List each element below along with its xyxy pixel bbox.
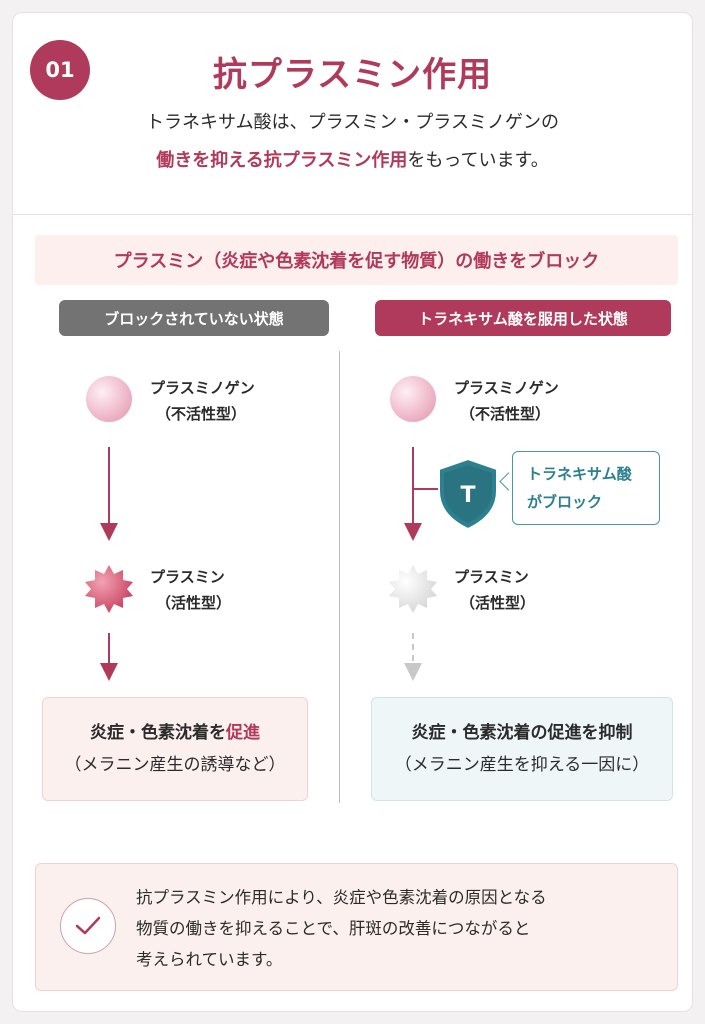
intro-line-1: トラネキサム酸は、プラスミン・プラスミノゲンの [146, 112, 559, 133]
summary-line-3: 考えられています。 [136, 950, 283, 969]
left-outcome-main: 炎症・色素沈着を促進 [90, 717, 260, 749]
plasminogen-sphere-right [390, 376, 436, 422]
left-outcome-prefix: 炎症・色素沈着を [90, 723, 226, 743]
arrow-down-right-dashed [404, 633, 422, 681]
plasminogen-name-left: プラスミノゲン [150, 379, 255, 397]
plasminogen-name-right: プラスミノゲン [454, 379, 559, 397]
right-node2-label: プラスミン （活性型） [454, 564, 535, 616]
arrow-down-left-1 [100, 447, 118, 541]
plasmin-state-left: （活性型） [156, 594, 232, 612]
plasminogen-sphere-left [86, 376, 132, 422]
shield-icon: T [438, 457, 498, 531]
right-outcome-box: 炎症・色素沈着の促進を抑制 （メラニン産生を抑える一因に） [371, 697, 673, 801]
plasmin-star-left [85, 565, 133, 613]
intro-highlight: 働きを抑える抗プラスミン作用 [156, 150, 408, 171]
column-divider [339, 351, 340, 803]
right-outcome-main: 炎症・色素沈着の促進を抑制 [411, 723, 633, 743]
flow-graphics: T [85, 376, 498, 681]
plasmin-star-right [389, 565, 437, 613]
plasminogen-state-left: （不活性型） [156, 405, 247, 423]
intro-rest: をもっています。 [407, 150, 549, 171]
summary-line-2: 物質の働きを抑えることで、肝斑の改善につながると [136, 919, 531, 938]
section-divider [13, 214, 692, 215]
info-card: 01 抗プラスミン作用 トラネキサム酸は、プラスミン・プラスミノゲンの 働きを抑… [12, 12, 693, 1012]
left-outcome-sub: （メラニン産生の誘導など） [64, 755, 286, 775]
left-outcome-box: 炎症・色素沈着を促進 （メラニン産生の誘導など） [42, 697, 308, 801]
block-banner: プラスミン（炎症や色素沈着を促す物質）の働きをブロック [35, 235, 678, 285]
check-icon [60, 898, 116, 954]
intro-line-2: 働きを抑える抗プラスミン作用をもっています。 [13, 146, 692, 172]
left-column-header: ブロックされていない状態 [59, 300, 329, 336]
shield-letter: T [460, 483, 475, 508]
right-column-header: トラネキサム酸を服用した状態 [375, 300, 671, 336]
right-node1-label: プラスミノゲン （不活性型） [454, 375, 559, 427]
callout-line-1: トラネキサム酸 [527, 465, 632, 483]
left-outcome-highlight: 促進 [226, 723, 260, 743]
block-callout: トラネキサム酸 がブロック [512, 451, 660, 525]
page-title: 抗プラスミン作用 [212, 55, 493, 95]
right-outcome-sub: （メラニン産生を抑える一因に） [394, 755, 650, 775]
section-number-badge: 01 [30, 40, 90, 100]
arrow-down-right-blocked [404, 447, 443, 541]
left-node2-label: プラスミン （活性型） [150, 564, 231, 616]
summary-box: 抗プラスミン作用により、炎症や色素沈着の原因となる 物質の働きを抑えることで、肝… [35, 863, 678, 991]
arrow-down-left-2 [100, 633, 118, 681]
summary-line-1: 抗プラスミン作用により、炎症や色素沈着の原因となる [136, 888, 547, 907]
callout-line-2: がブロック [527, 493, 603, 511]
summary-text: 抗プラスミン作用により、炎症や色素沈着の原因となる 物質の働きを抑えることで、肝… [136, 882, 656, 975]
left-node1-label: プラスミノゲン （不活性型） [150, 375, 255, 427]
plasminogen-state-right: （不活性型） [460, 405, 551, 423]
plasmin-name-left: プラスミン [150, 568, 225, 586]
plasmin-name-right: プラスミン [454, 568, 529, 586]
plasmin-state-right: （活性型） [460, 594, 536, 612]
